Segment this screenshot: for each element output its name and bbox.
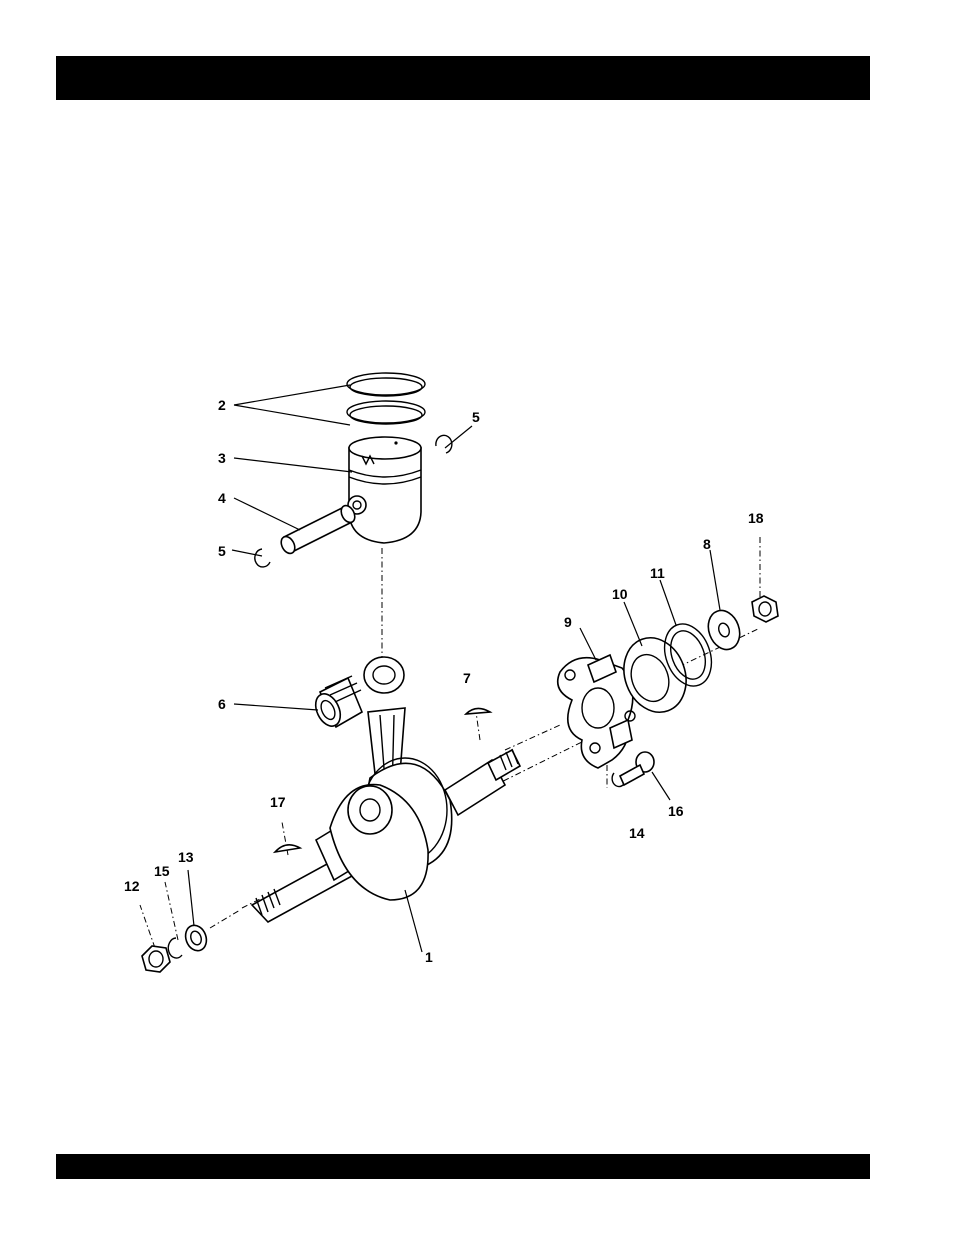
leader-dash-7 — [476, 712, 480, 740]
washer-right — [703, 606, 745, 654]
callout-14: 14 — [629, 825, 645, 841]
callout-13: 13 — [178, 849, 194, 865]
callout-9: 9 — [564, 614, 572, 630]
callout-15: 15 — [154, 863, 170, 879]
woodruff-key-right — [466, 708, 490, 714]
callout-8: 8 — [703, 536, 711, 552]
needle-bearing — [311, 676, 362, 730]
washer-left — [182, 922, 210, 953]
callout-5-top: 5 — [472, 409, 480, 425]
callout-10: 10 — [612, 586, 628, 602]
crankshaft — [252, 749, 520, 922]
callout-5-left: 5 — [218, 543, 226, 559]
screw — [620, 752, 654, 785]
nut-left — [142, 946, 170, 972]
callout-16: 16 — [668, 803, 684, 819]
lock-washer-left — [168, 938, 182, 958]
nut-right — [752, 596, 778, 622]
callout-7: 7 — [463, 670, 471, 686]
leader-dash-12 — [140, 905, 155, 948]
callout-2: 2 — [218, 397, 226, 413]
piston-rings — [347, 373, 425, 424]
crank-right-axis-line-2 — [505, 725, 560, 750]
piston-pin — [278, 503, 357, 556]
piston — [348, 437, 421, 543]
callout-12: 12 — [124, 878, 140, 894]
leader-dash-15 — [165, 882, 178, 940]
callout-17: 17 — [270, 794, 286, 810]
callout-6: 6 — [218, 696, 226, 712]
crank-left-axis-line-2 — [210, 910, 240, 928]
callout-18: 18 — [748, 510, 764, 526]
callout-3: 3 — [218, 450, 226, 466]
callout-1: 1 — [425, 949, 433, 965]
callout-4: 4 — [218, 490, 226, 506]
callout-11: 11 — [650, 565, 665, 581]
circlip-left — [255, 549, 270, 567]
